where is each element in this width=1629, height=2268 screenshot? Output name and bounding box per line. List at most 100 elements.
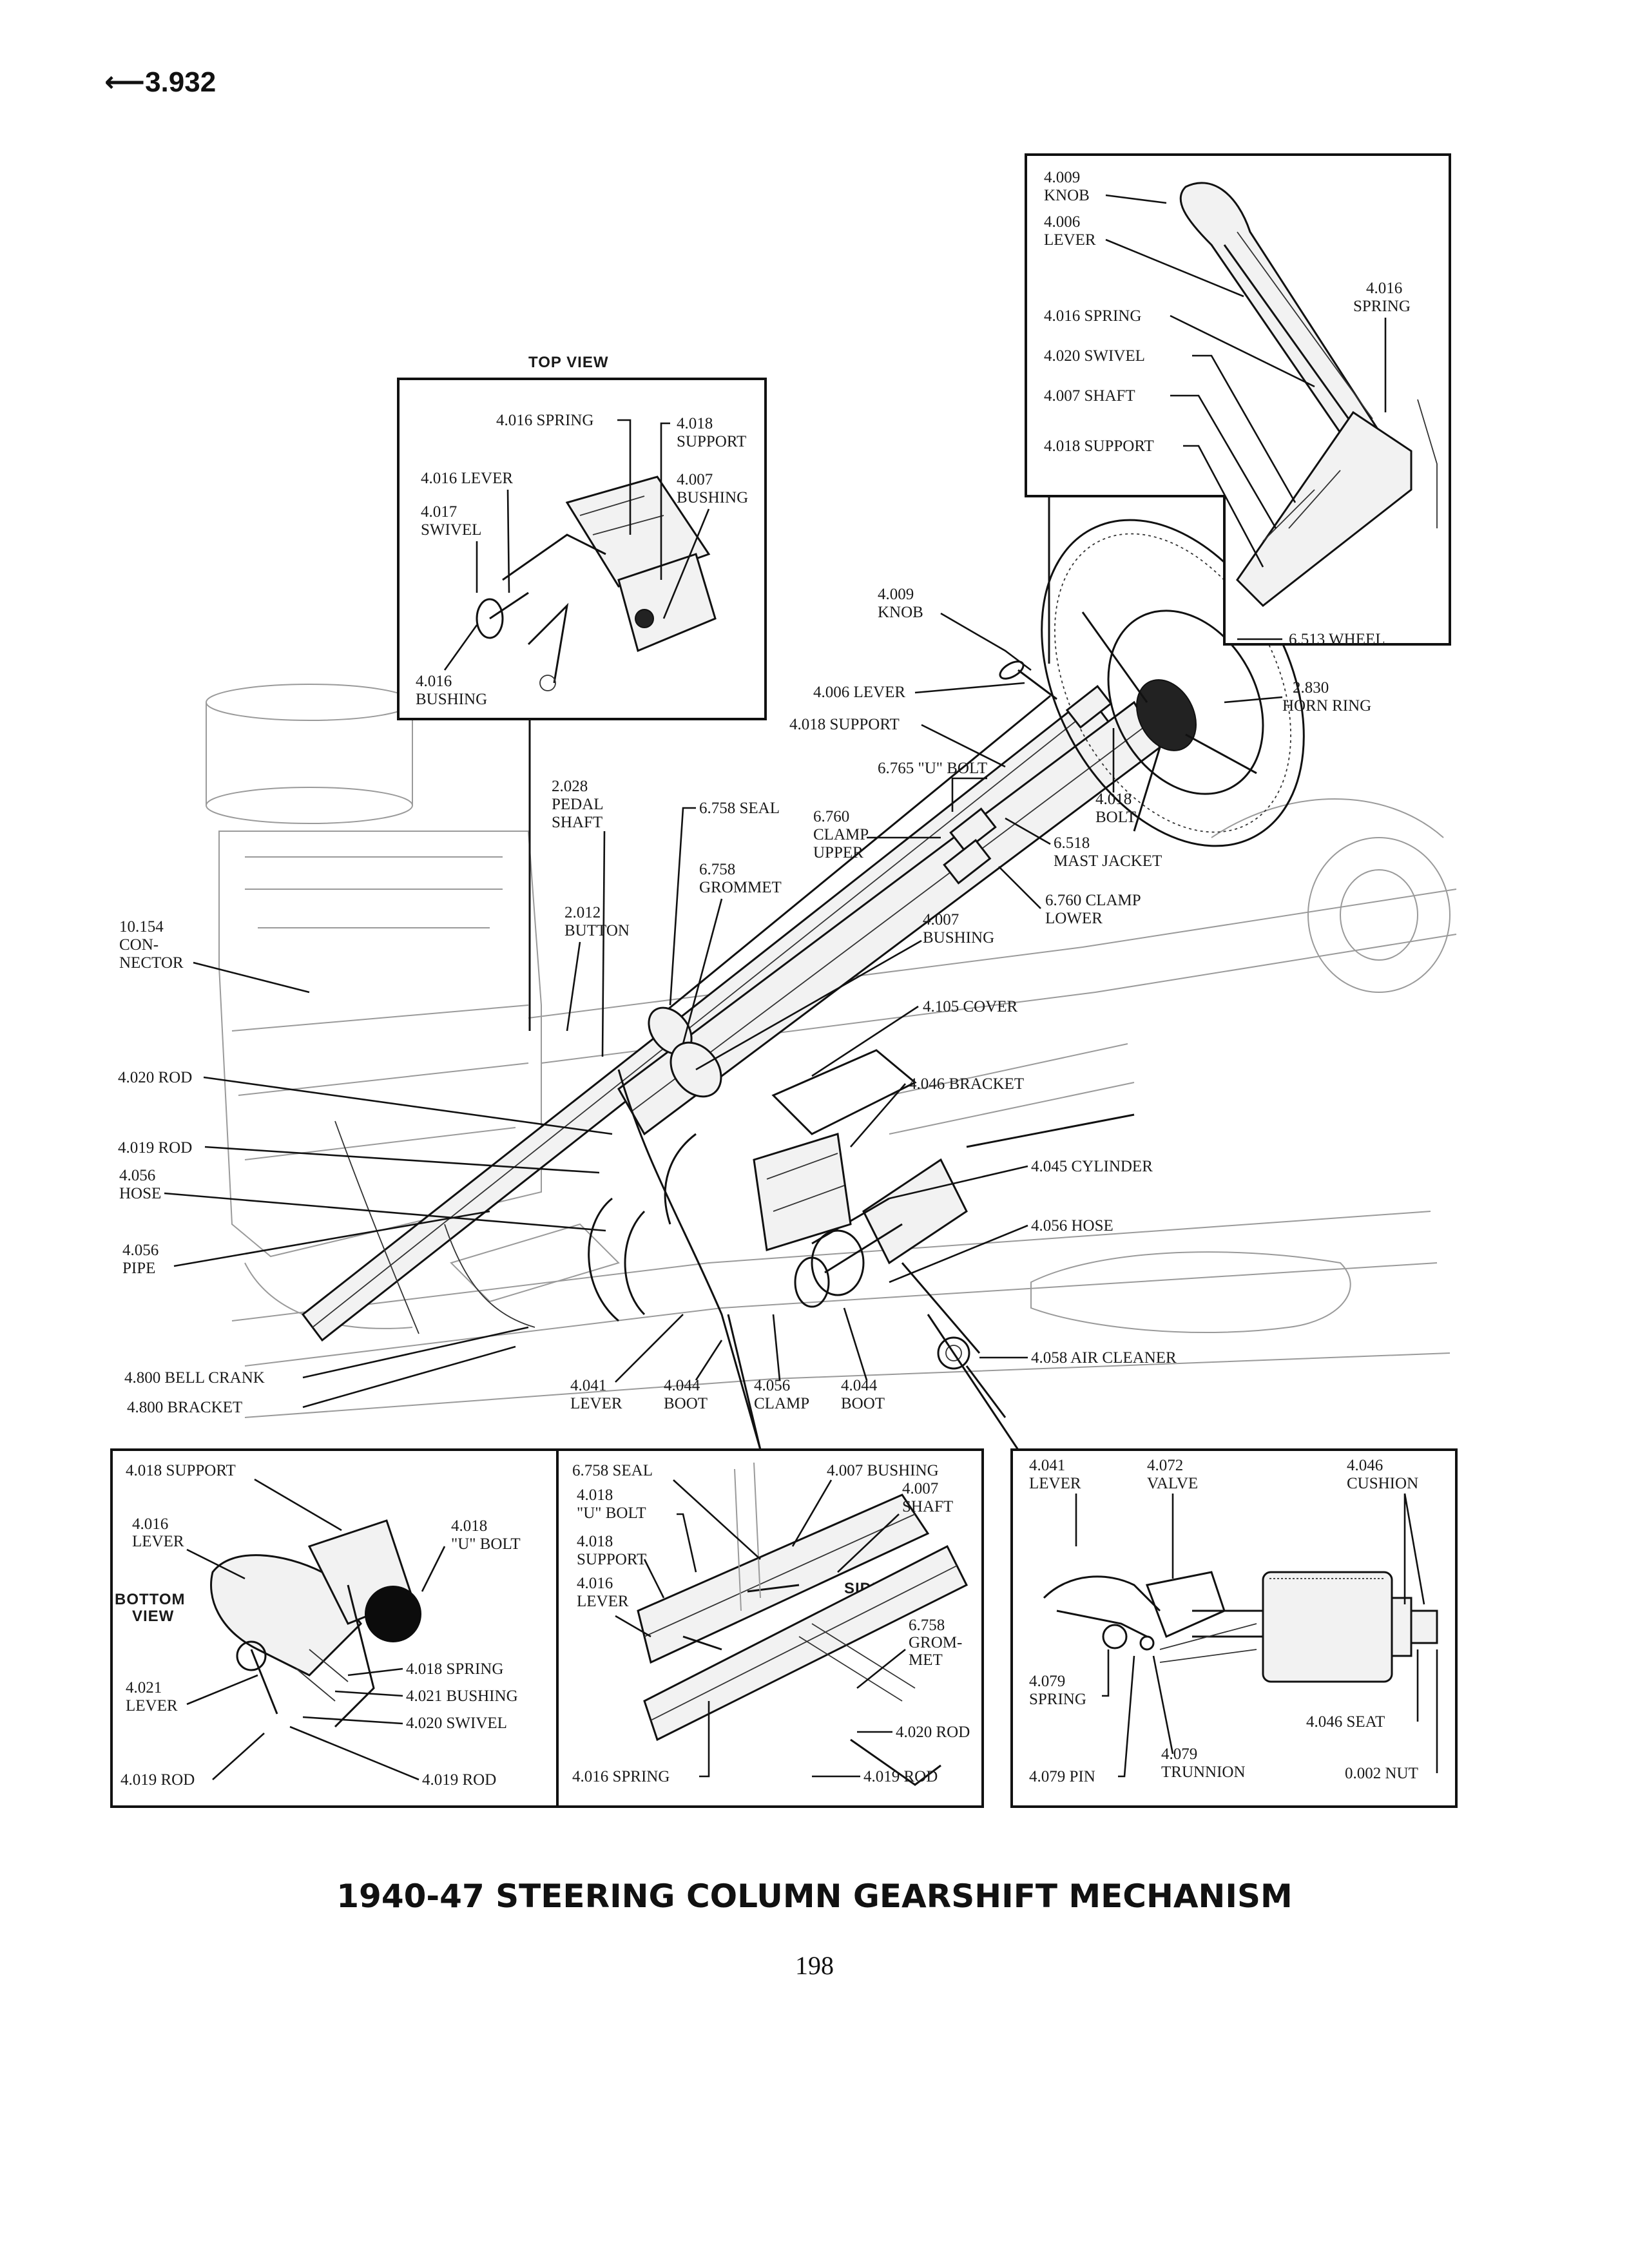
main-knob-num: 4.009 (878, 586, 914, 603)
main-seal-label: 6.758 SEAL (699, 800, 780, 817)
main-hose-num: 4.056 (119, 1167, 155, 1184)
main-pipe-num: 4.056 (122, 1242, 159, 1259)
main-rod020-label: 4.020 ROD (118, 1069, 192, 1086)
ur-support-label: 4.018 SUPPORT (1044, 437, 1154, 455)
main-knob-label: KNOB (878, 604, 923, 621)
main-horn-num: 2.830 (1293, 679, 1329, 697)
main-boot044-num: 4.044 (664, 1377, 700, 1394)
main-clamp-lower-2: LOWER (1045, 910, 1103, 927)
main-pedal-label-1: PEDAL (552, 796, 604, 813)
shift-rods (334, 1069, 762, 1450)
ur-lever-label: LEVER (1044, 231, 1096, 249)
main-boot044-label: BOOT (664, 1395, 708, 1412)
main-clamp-num: 6.760 (813, 808, 849, 825)
main-bracket800-label: 4.800 BRACKET (127, 1399, 242, 1416)
ur-spring-label: 4.016 SPRING (1044, 307, 1141, 325)
tv-bushing2-label: BUSHING (416, 691, 487, 708)
sv-shaft-num: 4.007 (902, 1480, 938, 1497)
ur-lever-num: 4.006 (1044, 213, 1080, 231)
vv-cushion-num: 4.046 (1347, 1457, 1383, 1474)
sv-shaft-label: SHAFT (902, 1498, 953, 1515)
main-button-num: 2.012 (564, 904, 601, 921)
main-cover-label: 4.105 COVER (923, 998, 1018, 1015)
page-number: 198 (795, 1951, 834, 1980)
bv-lever021-label: LEVER (126, 1697, 178, 1715)
page-reference: ⟵3.932 (104, 66, 216, 98)
bv-support-label: 4.018 SUPPORT (126, 1462, 236, 1479)
ur-shaft-label: 4.007 SHAFT (1044, 387, 1135, 405)
sv-support-num: 4.018 (577, 1533, 613, 1550)
chassis-background-sketch (206, 684, 1457, 1418)
tv-bushing-num: 4.007 (677, 471, 713, 488)
vv-trunnion-num: 4.079 (1161, 1745, 1197, 1763)
main-bracket046-label: 4.046 BRACKET (909, 1075, 1024, 1093)
vv-pin-label: 4.079 PIN (1029, 1768, 1095, 1785)
vv-valve-label: VALVE (1147, 1475, 1198, 1492)
valve-view-inset: 4.041 LEVER 4.072 VALVE 4.046 CUSHION 4.… (1029, 1457, 1438, 1785)
bottom-connector-left (727, 1314, 762, 1450)
vv-cushion-label: CUSHION (1347, 1475, 1418, 1492)
figure-title: 1940-47 STEERING COLUMN GEARSHIFT MECHAN… (336, 1878, 1293, 1915)
sv-rod020-label: 4.020 ROD (896, 1724, 970, 1741)
bv-spring-label: 4.018 SPRING (406, 1660, 503, 1678)
sv-bushing-label: 4.007 BUSHING (827, 1462, 939, 1479)
main-bolt-label: BOLT (1095, 809, 1136, 826)
main-clamp-lower-1: 6.760 CLAMP (1045, 892, 1141, 909)
main-wheel-label: 6.513 WHEEL (1289, 631, 1385, 648)
sv-seal-label: 6.758 SEAL (572, 1462, 653, 1479)
main-hose-label: HOSE (119, 1185, 161, 1202)
main-clamp-label-1: CLAMP (813, 826, 869, 843)
main-hose-right-label: 4.056 HOSE (1031, 1217, 1113, 1235)
main-pipe-label: PIPE (122, 1260, 155, 1277)
main-boot044b-label: BOOT (841, 1395, 885, 1412)
main-ubolt-label: 6.765 "U" BOLT (878, 760, 987, 777)
bv-lever021-num: 4.021 (126, 1679, 162, 1696)
main-button-label: BUTTON (564, 922, 630, 939)
vv-nut-label: 0.002 NUT (1345, 1765, 1418, 1782)
main-connector-label-1: CON- (119, 936, 159, 954)
bottom-view-title-2: VIEW (132, 1608, 174, 1625)
main-lever041-label: LEVER (570, 1395, 622, 1412)
bv-swivel-label: 4.020 SWIVEL (406, 1715, 507, 1732)
tv-spring-label: 4.016 SPRING (496, 412, 593, 429)
main-clamp056-num: 4.056 (754, 1377, 790, 1394)
main-pedal-num: 2.028 (552, 778, 588, 795)
tv-lever-label: 4.016 LEVER (421, 470, 513, 487)
main-grommet-label: GROMMET (699, 879, 782, 896)
bottom-connector-right (927, 1314, 1019, 1450)
main-lever-label: 4.006 LEVER (813, 684, 905, 701)
vv-spring-label: SPRING (1029, 1691, 1086, 1708)
ur-swivel-label: 4.020 SWIVEL (1044, 347, 1145, 365)
main-rod019-label: 4.019 ROD (118, 1139, 192, 1157)
bv-bushing-label: 4.021 BUSHING (406, 1687, 518, 1705)
bv-lever-label: LEVER (132, 1533, 184, 1550)
top-view-title: TOP VIEW (528, 354, 608, 371)
sv-lever-num: 4.016 (577, 1575, 613, 1592)
main-view-leaders (164, 612, 1283, 1408)
ur-knob-label: KNOB (1044, 187, 1090, 204)
main-cylinder-label: 4.045 CYLINDER (1031, 1158, 1153, 1175)
main-mast-label: MAST JACKET (1054, 852, 1162, 870)
main-connector-label-2: NECTOR (119, 954, 184, 972)
main-connector-num: 10.154 (119, 918, 164, 936)
bottom-view-inset: BOTTOM VIEW 4.018 SUPPORT 4.016 LEVER 4.… (115, 1462, 521, 1789)
vv-spring-num: 4.079 (1029, 1673, 1065, 1690)
sv-ubolt-num: 4.018 (577, 1486, 613, 1504)
sv-spring-label: 4.016 SPRING (572, 1768, 670, 1785)
ur-spring-right-num: 4.016 (1366, 280, 1402, 297)
main-bell-crank-label: 4.800 BELL CRANK (124, 1369, 265, 1387)
main-horn-label: HORN RING (1282, 697, 1371, 715)
main-grommet-num: 6.758 (699, 861, 735, 878)
side-view-inset: SIDE VIEW 6.758 SEAL 4.007 BUSHING 4.018… (572, 1462, 970, 1786)
tv-swivel-label: SWIVEL (421, 521, 481, 539)
main-bolt-num: 4.018 (1095, 791, 1132, 808)
vv-lever-num: 4.041 (1029, 1457, 1065, 1474)
u-bolt-dark-circle (365, 1586, 421, 1642)
tv-bushing-label: BUSHING (677, 489, 748, 506)
ur-knob-num: 4.009 (1044, 169, 1080, 186)
main-clamp056-label: CLAMP (754, 1395, 809, 1412)
bv-ubolt-num: 4.018 (451, 1517, 487, 1535)
tv-support-label: SUPPORT (677, 433, 746, 450)
sv-grom-label-1: GROM- (909, 1634, 962, 1651)
